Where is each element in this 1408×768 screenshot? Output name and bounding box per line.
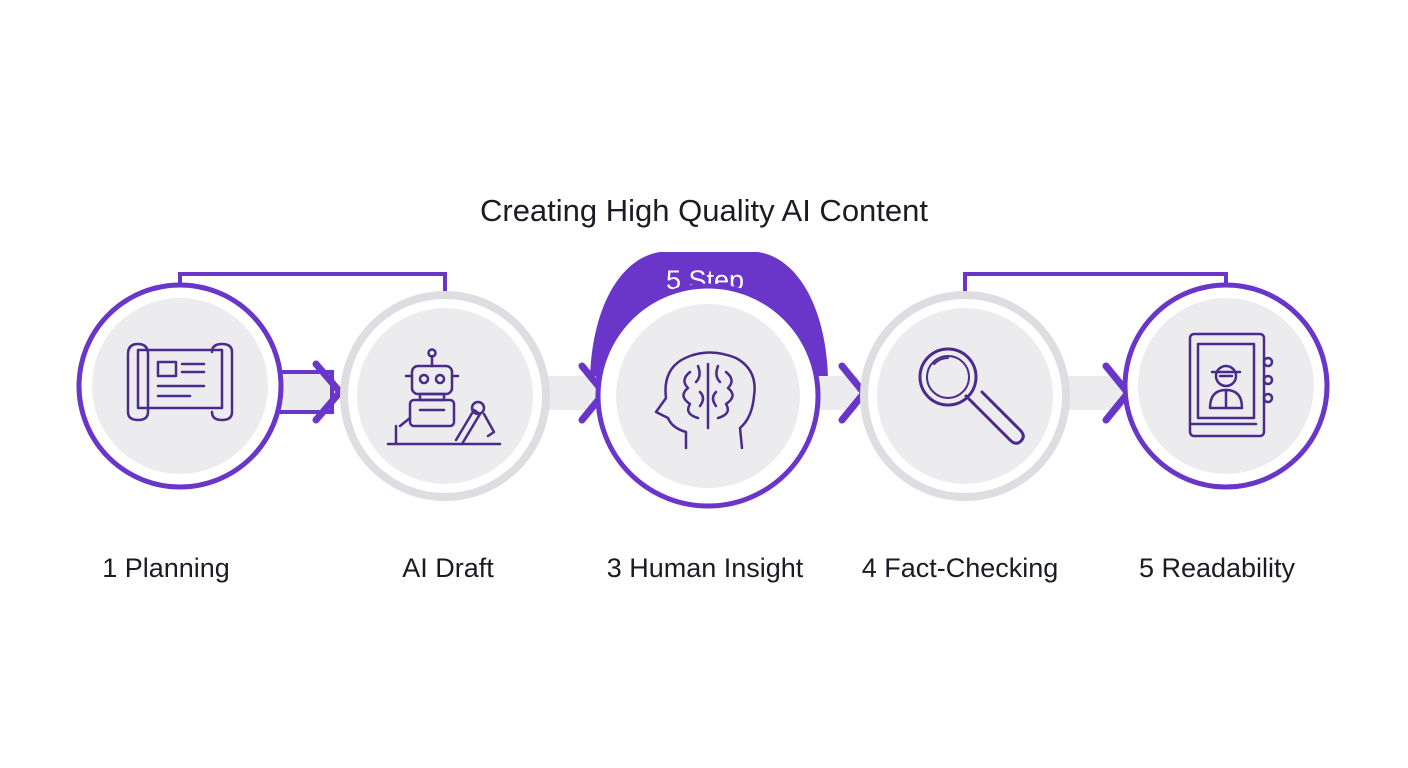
chevron-right-icon	[312, 360, 344, 424]
step-4	[860, 291, 1070, 501]
book-icon	[1188, 332, 1274, 438]
robot-icon	[386, 348, 502, 446]
step-2-label: AI Draft	[402, 553, 494, 583]
brain-head-icon	[654, 351, 756, 450]
step-4-label: 4 Fact-Checking	[862, 553, 1059, 583]
step-1-label: 1 Planning	[102, 553, 230, 583]
diagram-title: Creating High Quality AI Content	[480, 193, 928, 228]
step-5-label: 5 Readability	[1139, 553, 1296, 583]
step-2	[340, 291, 550, 501]
step-3-label: 3 Human Insight	[607, 553, 804, 583]
step-5	[1122, 282, 1330, 490]
step-3	[595, 283, 821, 509]
blueprint-icon	[126, 342, 234, 422]
step-1	[76, 282, 284, 490]
magnifier-icon	[918, 347, 1025, 445]
